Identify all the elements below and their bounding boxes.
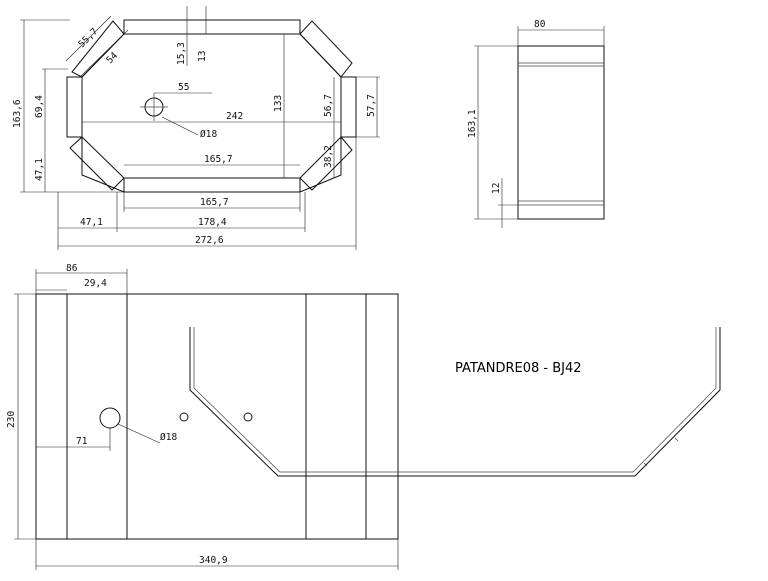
- bottom-flap: [123, 177, 301, 193]
- dim-diameter-18-front: Ø18: [160, 432, 177, 443]
- dim-diameter-18-top: Ø18: [200, 129, 217, 140]
- small-hole-1: [179, 412, 189, 422]
- top-flap: [123, 19, 301, 35]
- dim-55: 55: [178, 82, 189, 93]
- dim-178-4: 178,4: [198, 217, 227, 228]
- small-hole-2: [243, 412, 253, 422]
- dim-242: 242: [226, 111, 243, 122]
- dim-80: 80: [534, 19, 546, 30]
- section-profile: [189, 327, 721, 477]
- right-flap: [340, 76, 357, 138]
- front-view: 86 29,4 230 71 Ø18 340,9: [6, 263, 399, 570]
- drawing-title: PATANDRE08 - BJ42: [455, 361, 582, 376]
- dim-86: 86: [66, 263, 78, 274]
- dim-29-4: 29,4: [84, 278, 107, 289]
- profile-inner: [193, 327, 717, 473]
- dim-15-3: 15,3: [176, 42, 187, 65]
- dim-54: 54: [104, 50, 120, 66]
- side-view: 80 163,1 12: [467, 19, 605, 228]
- profile-outer: [189, 327, 721, 477]
- dim-38-2: 38,2: [323, 145, 334, 168]
- dim-12: 12: [491, 183, 502, 194]
- dim-230: 230: [6, 411, 17, 428]
- left-flap: [66, 76, 83, 138]
- dim-56-7: 56,7: [323, 94, 334, 117]
- dim-165-7-upper: 165,7: [204, 154, 233, 165]
- dim-55-7: 55,7: [76, 26, 100, 50]
- dim-165-7-lower: 165,7: [200, 197, 229, 208]
- dim-47-1-vertical: 47,1: [34, 158, 45, 181]
- dim-47-1-horizontal: 47,1: [80, 217, 103, 228]
- side-view-outline: [517, 45, 605, 220]
- dim-340-9: 340,9: [199, 555, 228, 566]
- dim-163-6: 163,6: [12, 99, 23, 128]
- flap-bottom-left: [69, 136, 125, 191]
- top-view: 55,7 54 15,3 13 55 163,6 69,4 242 133 56…: [12, 6, 380, 250]
- dim-272-6: 272,6: [195, 235, 224, 246]
- octagon-outline: [81, 33, 342, 193]
- front-view-outline: [35, 293, 399, 540]
- dim-71: 71: [76, 436, 88, 447]
- dim-57-7: 57,7: [366, 94, 377, 117]
- hole-front: [99, 407, 121, 429]
- dim-133: 133: [273, 95, 284, 112]
- flap-bottom-right: [299, 136, 353, 191]
- dim-69-4: 69,4: [34, 95, 45, 118]
- dim-13: 13: [197, 51, 208, 62]
- flap-top-right: [299, 20, 353, 78]
- dim-163-1: 163,1: [467, 109, 478, 138]
